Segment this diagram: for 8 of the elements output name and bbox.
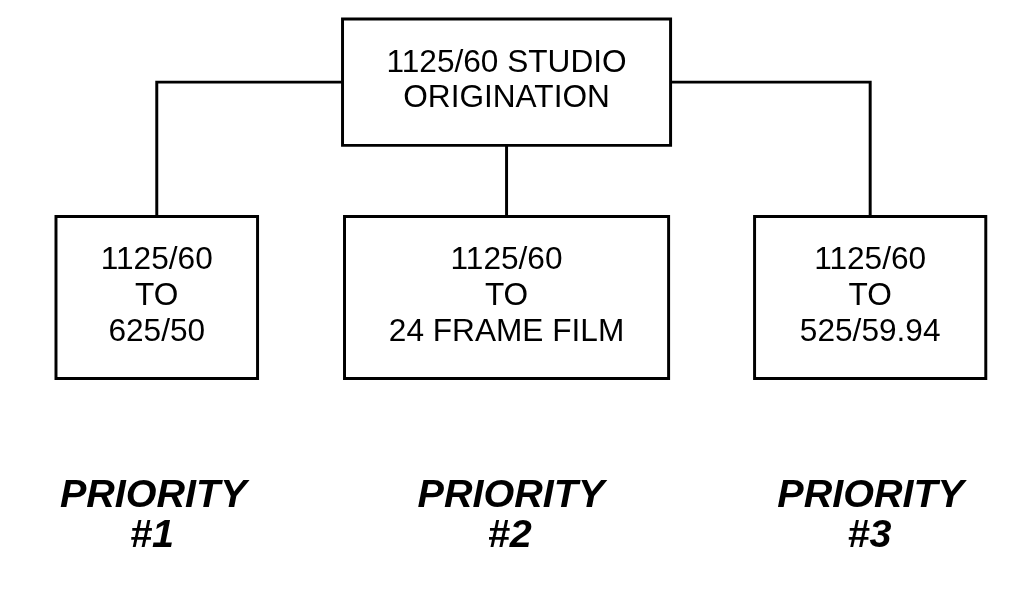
node-box: 1125/60 TO 625/50	[54, 215, 260, 381]
node-box: 1125/60 TO 525/59.94	[753, 215, 988, 381]
connector	[670, 80, 872, 217]
node-box: 1125/60 TO 24 FRAME FILM	[343, 215, 671, 381]
node-label: PRIORITY #2	[417, 471, 605, 555]
connector	[505, 145, 509, 217]
connector	[155, 80, 343, 217]
node-box: 1125/60 STUDIO ORIGINATION	[341, 17, 673, 147]
